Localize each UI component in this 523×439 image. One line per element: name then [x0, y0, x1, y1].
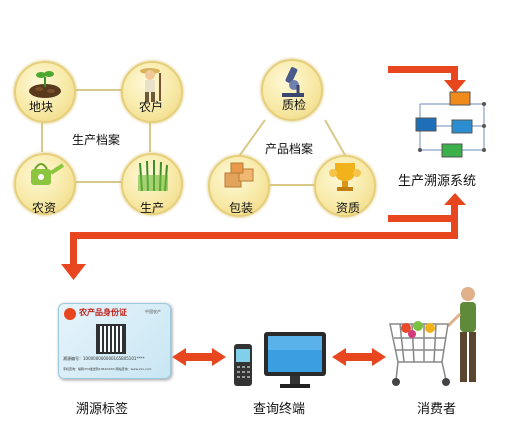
- trace-label-card[interactable]: 农产品身份证 中国农产 溯源编号：100000000000165805101**…: [58, 303, 171, 379]
- trace-label-caption: 溯源标签: [76, 402, 129, 417]
- boxes-icon: [224, 162, 254, 188]
- double-arrow-label-query: [172, 348, 226, 366]
- trophy-icon: [329, 163, 361, 191]
- trace-label-brand: 中国农产: [145, 309, 161, 314]
- farmer-label: 农户: [139, 100, 164, 114]
- production-group-title: 生产档案: [72, 133, 121, 147]
- system-label: 生产溯源系统: [398, 174, 477, 189]
- farmer-icon: [140, 68, 161, 102]
- trace-code-line: 溯源编号：100000000000165805101****: [63, 356, 145, 361]
- cert-circle[interactable]: [314, 155, 376, 217]
- qc-circle[interactable]: [261, 59, 323, 121]
- soil-plant-icon: [29, 71, 61, 98]
- trace-label-title: 农产品身份证: [79, 308, 127, 317]
- double-arrow-query-consumer: [332, 348, 386, 366]
- product-group-title: 产品档案: [265, 142, 314, 156]
- pack-label: 包装: [229, 201, 254, 215]
- input-circle[interactable]: [14, 153, 76, 215]
- monitor-icon: [264, 332, 326, 388]
- farmer-circle[interactable]: [121, 61, 183, 123]
- plot-label: 地块: [29, 100, 54, 114]
- arrow-to-system-top: [388, 66, 466, 93]
- network-computers-icon: [415, 91, 486, 158]
- qr-code: [96, 324, 126, 354]
- trace-footer: 手机查询：编辑333发送到106XXXXX 网站查询：www.xxx.com: [63, 367, 152, 371]
- produce-circle[interactable]: [121, 153, 183, 215]
- produce-label: 生产: [140, 201, 165, 215]
- shopper-cart-icon: [389, 287, 476, 386]
- watering-can-icon: [31, 163, 65, 185]
- pack-circle[interactable]: [208, 155, 270, 217]
- microscope-icon: [282, 67, 304, 97]
- consumer-label: 消费者: [417, 402, 457, 417]
- cert-label: 资质: [336, 201, 361, 215]
- qc-label: 质检: [282, 98, 307, 112]
- trace-label-logo: [64, 308, 76, 320]
- arrow-to-trace-label: [61, 220, 458, 280]
- arrow-from-system: [388, 193, 466, 222]
- query-label: 查询终端: [253, 402, 306, 417]
- mobile-phone-icon: [234, 344, 252, 386]
- plot-circle[interactable]: [14, 61, 76, 123]
- input-label: 农资: [32, 201, 57, 215]
- crop-icon: [138, 160, 168, 192]
